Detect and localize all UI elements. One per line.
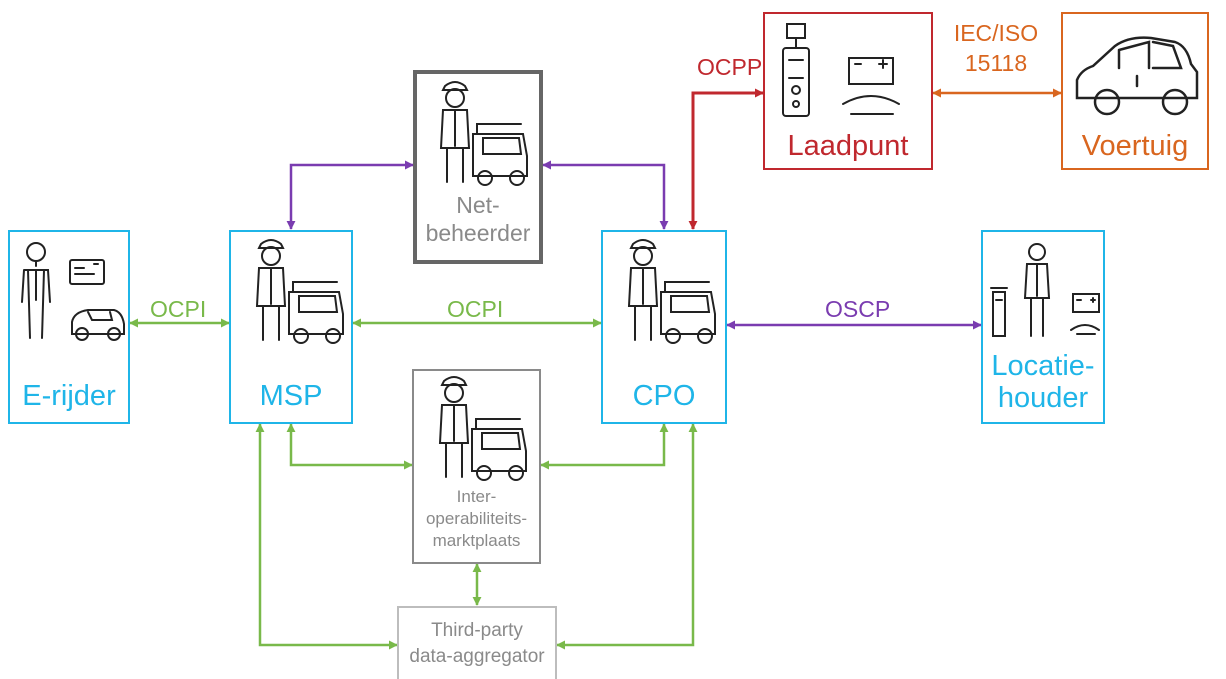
edge-cpo-laadpunt	[688, 88, 764, 230]
node-marktplaats-label-line3: marktplaats	[432, 531, 521, 550]
edge-cpo-aggregator	[556, 423, 698, 650]
charging-station-icon	[782, 23, 900, 117]
node-erijder-label: E-rijder	[22, 380, 116, 412]
edge-label-laadpunt-voertuig-line2: 15118	[964, 50, 1028, 76]
node-voertuig-label: Voertuig	[1081, 130, 1189, 162]
node-marktplaats-label-line2: operabiliteits-	[425, 509, 528, 528]
worker-with-van-icon	[627, 239, 716, 344]
node-msp-label: MSP	[259, 380, 323, 412]
node-locatiehouder: Locatie- houder	[981, 230, 1105, 424]
edge-label-cpo-locatiehouder: OSCP	[825, 296, 891, 322]
driver-with-card-and-car-icon	[21, 242, 125, 341]
node-locatiehouder-label-line1: Locatie-	[991, 350, 1095, 382]
worker-with-van-icon	[255, 239, 344, 344]
node-marktplaats: Inter- operabiliteits- marktplaats	[412, 369, 541, 564]
node-aggregator: Third-party data-aggregator	[397, 606, 557, 679]
node-cpo: CPO	[601, 230, 727, 424]
worker-with-van-icon	[438, 376, 527, 481]
edge-label-laadpunt-voertuig-line1: IEC/ISO	[953, 20, 1039, 46]
edge-cpo-marktplaats	[540, 423, 669, 470]
edge-label-msp-cpo: OCPI	[447, 296, 504, 322]
edge-msp-aggregator	[255, 423, 398, 650]
car-icon	[1075, 36, 1199, 116]
node-aggregator-label-line2: data-aggregator	[409, 646, 545, 667]
worker-with-van-icon	[439, 81, 528, 186]
edge-label-cpo-laadpunt: OCPP	[697, 54, 763, 80]
node-laadpunt-label: Laadpunt	[787, 130, 909, 162]
node-aggregator-label-line1: Third-party	[431, 620, 523, 641]
node-netbeheerder-label-line1: Net-	[456, 192, 500, 218]
node-voertuig: Voertuig	[1061, 12, 1209, 170]
node-msp: MSP	[229, 230, 353, 424]
node-laadpunt: Laadpunt	[763, 12, 933, 170]
edge-msp-netbeheerder	[286, 160, 414, 230]
edge-cpo-netbeheerder	[542, 160, 669, 230]
node-cpo-label: CPO	[632, 380, 696, 412]
node-erijder: E-rijder	[8, 230, 130, 424]
edge-msp-marktplaats	[286, 423, 413, 470]
node-marktplaats-label-line1: Inter-	[456, 487, 497, 506]
person-with-charger-icon	[990, 243, 1100, 337]
node-netbeheerder-label-line2: beheerder	[425, 220, 531, 246]
edge-label-erijder-msp: OCPI	[150, 296, 207, 322]
node-netbeheerder: Net- beheerder	[413, 70, 543, 264]
node-locatiehouder-label-line2: houder	[997, 382, 1089, 414]
